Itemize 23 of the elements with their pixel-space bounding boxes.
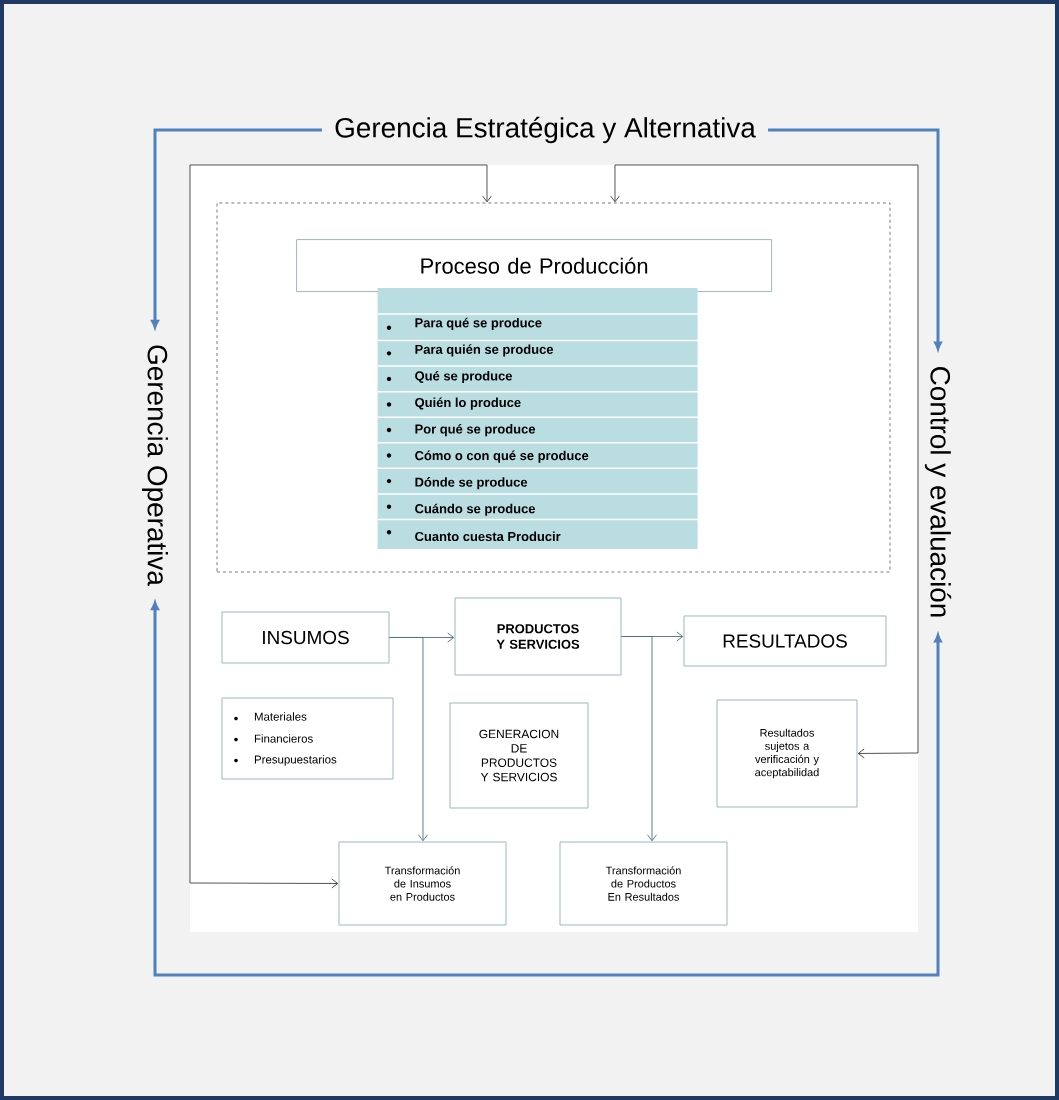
note-box: Resultados sujetos a verificación y aceptabilidad bbox=[716, 699, 858, 808]
flow-box: INSUMOS bbox=[221, 611, 390, 664]
arrow bbox=[189, 164, 492, 203]
arrow bbox=[857, 164, 919, 759]
arrow bbox=[621, 636, 657, 842]
heading-text: Gerencia Estratégica y Alternativa bbox=[335, 116, 756, 144]
flow-box: RESULTADOS bbox=[683, 615, 887, 667]
side-label: Gerencia Operativa bbox=[142, 345, 168, 586]
process-box: Transformación de Productos En Resultados bbox=[559, 841, 728, 926]
arrow bbox=[151, 128, 322, 329]
flow-box: PRODUCTOS Y SERVICIOS bbox=[454, 597, 622, 676]
dashed-frame bbox=[216, 202, 891, 573]
arrow bbox=[151, 601, 942, 977]
arrow bbox=[189, 164, 339, 889]
side-label: Control y evaluación bbox=[924, 367, 952, 617]
title-box: Proceso de Producción bbox=[296, 239, 773, 293]
arrow bbox=[610, 164, 919, 203]
arrow bbox=[768, 128, 942, 351]
bullet-list-box: Materiales Financieros Presupuestarios bbox=[221, 697, 394, 780]
arrow bbox=[389, 637, 428, 842]
question-list: Para qué se produce Para quién se produce Qué se produce Quién lo produce Por qué se produce Cómo o con qué se produce Dónde se produce Cuándo se produce Cuanto cuesta Producir bbox=[377, 288, 698, 550]
note-box: GENERACION DE PRODUCTOS Y SERVICIOS bbox=[449, 702, 589, 809]
process-box: Transformación de Insumos en Productos bbox=[338, 841, 507, 926]
